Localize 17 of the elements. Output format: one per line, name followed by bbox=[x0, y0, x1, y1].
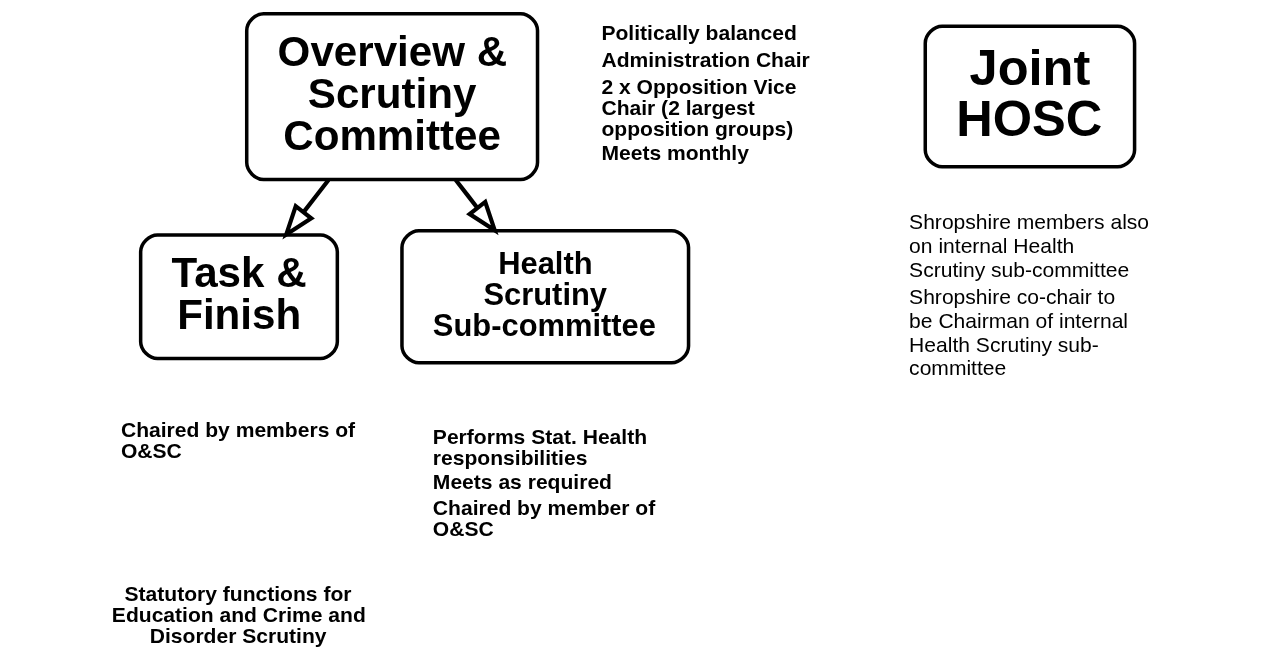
node-label: Shropshire members also on internal Health Scrutiny sub-committee bbox=[909, 210, 1150, 282]
arrow bbox=[282, 178, 331, 240]
node-label: Politically balanced bbox=[601, 21, 797, 45]
node-label: Meets as required bbox=[432, 469, 612, 493]
node-label: Meets monthly bbox=[601, 140, 749, 164]
node-label: Shropshire co-chair to be Chairman of internal Health Scrutiny sub- committee bbox=[909, 284, 1129, 380]
node-box: Joint HOSC bbox=[923, 24, 1137, 169]
label: Statutory functions for Education and Crime and Disorder Scrutiny bbox=[111, 581, 366, 648]
node-label: Chaired by member of O&SC bbox=[432, 496, 656, 541]
node-box: Overview & Scrutiny Committee bbox=[244, 11, 540, 182]
node-box: Task & Finish bbox=[138, 233, 340, 361]
node-label: Chaired by members of O&SC bbox=[120, 417, 356, 462]
node-box: Health Scrutiny Sub-committee bbox=[400, 229, 691, 365]
arrow bbox=[454, 178, 499, 236]
node-label: Performs Stat. Health responsibilities bbox=[432, 424, 648, 469]
node-label: 2 x Opposition Vice Chair (2 largest opposition groups) bbox=[601, 74, 797, 140]
node-label: Administration Chair bbox=[601, 48, 810, 72]
